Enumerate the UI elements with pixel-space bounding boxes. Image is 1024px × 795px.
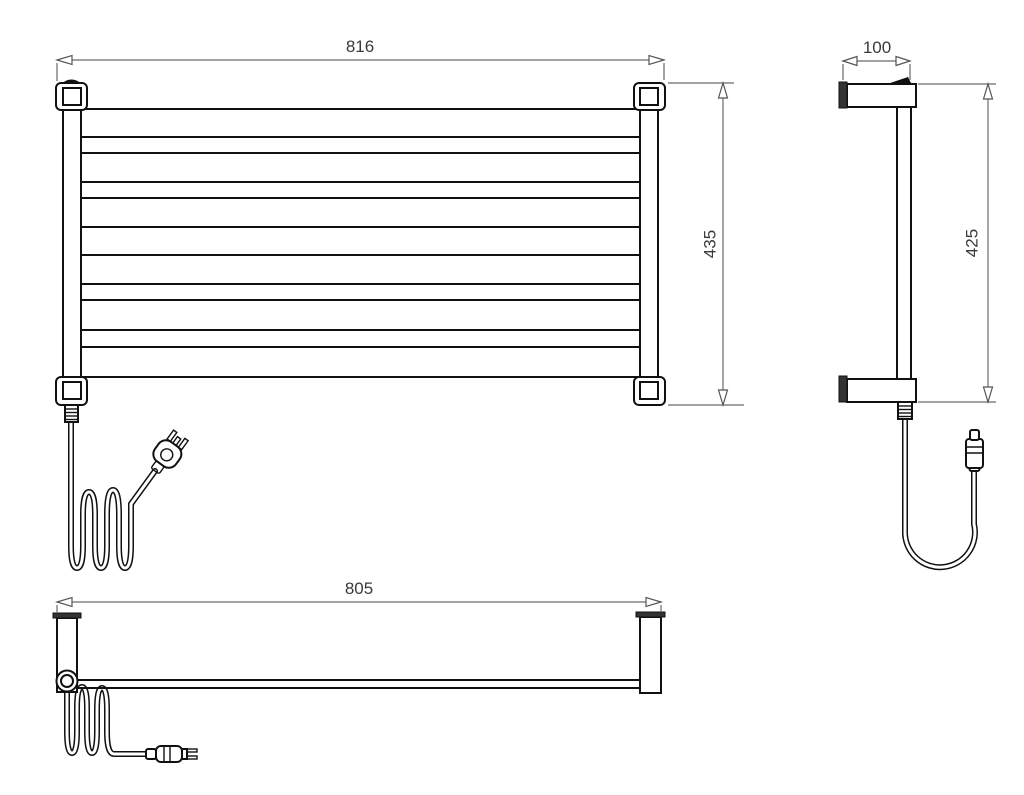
plan-right-post	[635, 611, 666, 694]
front-power-cord	[68, 417, 158, 572]
arm-body	[846, 83, 917, 108]
side-strain-relief	[897, 401, 913, 420]
wall-plate	[838, 375, 848, 403]
bracket-inner	[639, 87, 659, 106]
plug-prong	[186, 748, 198, 753]
bracket-inner	[62, 87, 82, 106]
bracket-inner	[639, 381, 659, 400]
arrowhead	[841, 55, 858, 67]
bracket-top-right	[633, 82, 666, 111]
side-plug	[965, 429, 984, 472]
plug-detail-hole	[160, 448, 174, 462]
arrowhead	[717, 389, 729, 408]
dimension-front-height: 435	[668, 80, 744, 408]
bottom-arm	[838, 375, 917, 403]
dimension-value: 805	[345, 579, 373, 598]
towel-bar	[80, 299, 641, 331]
plan-power-cord	[64, 683, 151, 757]
plan-rail	[78, 679, 641, 689]
bracket-top-left	[55, 79, 88, 111]
front-plug	[151, 429, 190, 474]
towel-bar	[80, 108, 641, 138]
bracket-bottom-right	[633, 376, 666, 406]
dimension-side-height: 425	[918, 81, 996, 405]
dimension-side-depth: 100	[841, 38, 912, 80]
plug-prong	[171, 435, 182, 447]
dimension-value: 425	[963, 229, 982, 257]
plug-prong	[186, 755, 198, 760]
plug-tip	[181, 748, 188, 760]
cord-outlet-inner	[60, 674, 74, 688]
towel-bar	[80, 197, 641, 228]
dimension-plan-width: 805	[54, 579, 664, 613]
arrowhead	[717, 80, 729, 99]
side-power-cord	[901, 415, 978, 571]
dimension-front-width: 816	[54, 37, 667, 81]
rail-edge	[896, 106, 912, 380]
arrowhead	[982, 81, 994, 100]
post-flange	[52, 612, 82, 619]
arrowhead	[982, 386, 994, 405]
top-arm	[838, 77, 917, 109]
cord-path-core	[69, 418, 157, 570]
cord-path-core	[903, 416, 977, 569]
bracket-inner	[62, 381, 82, 400]
wall-plate	[838, 81, 848, 109]
plug-neck	[145, 748, 157, 760]
front-strain-relief	[64, 404, 79, 423]
dimension-value: 100	[863, 38, 891, 57]
towel-bars	[80, 108, 641, 378]
arrowhead	[648, 54, 667, 66]
bracket-bottom-left	[55, 376, 88, 406]
dimension-value: 435	[701, 230, 720, 258]
arrowhead	[54, 596, 73, 608]
plug-tip	[969, 429, 980, 441]
towel-bar	[80, 254, 641, 285]
post-flange	[635, 611, 666, 618]
switch-cap	[61, 79, 82, 84]
towel-bar	[80, 346, 641, 378]
plug-body	[155, 745, 183, 763]
side-view: 100 425	[838, 38, 996, 571]
arm-body	[846, 378, 917, 403]
arrowhead	[54, 54, 73, 66]
left-post	[62, 107, 82, 380]
plug-body	[152, 439, 183, 469]
dimension-value: 816	[346, 37, 374, 56]
cord-path-core	[65, 684, 150, 756]
plan-view: 805	[52, 579, 666, 763]
towel-bar	[80, 152, 641, 183]
front-view: 816 435	[54, 37, 744, 572]
plan-plug	[145, 745, 198, 763]
right-post	[639, 107, 659, 380]
arrowhead	[895, 55, 912, 67]
cord-path-outline	[901, 415, 978, 571]
plan-left-post	[52, 612, 82, 693]
plug-prong	[177, 437, 190, 451]
plug-prong	[166, 429, 178, 443]
post-body	[639, 616, 662, 694]
arrowhead	[645, 596, 664, 608]
